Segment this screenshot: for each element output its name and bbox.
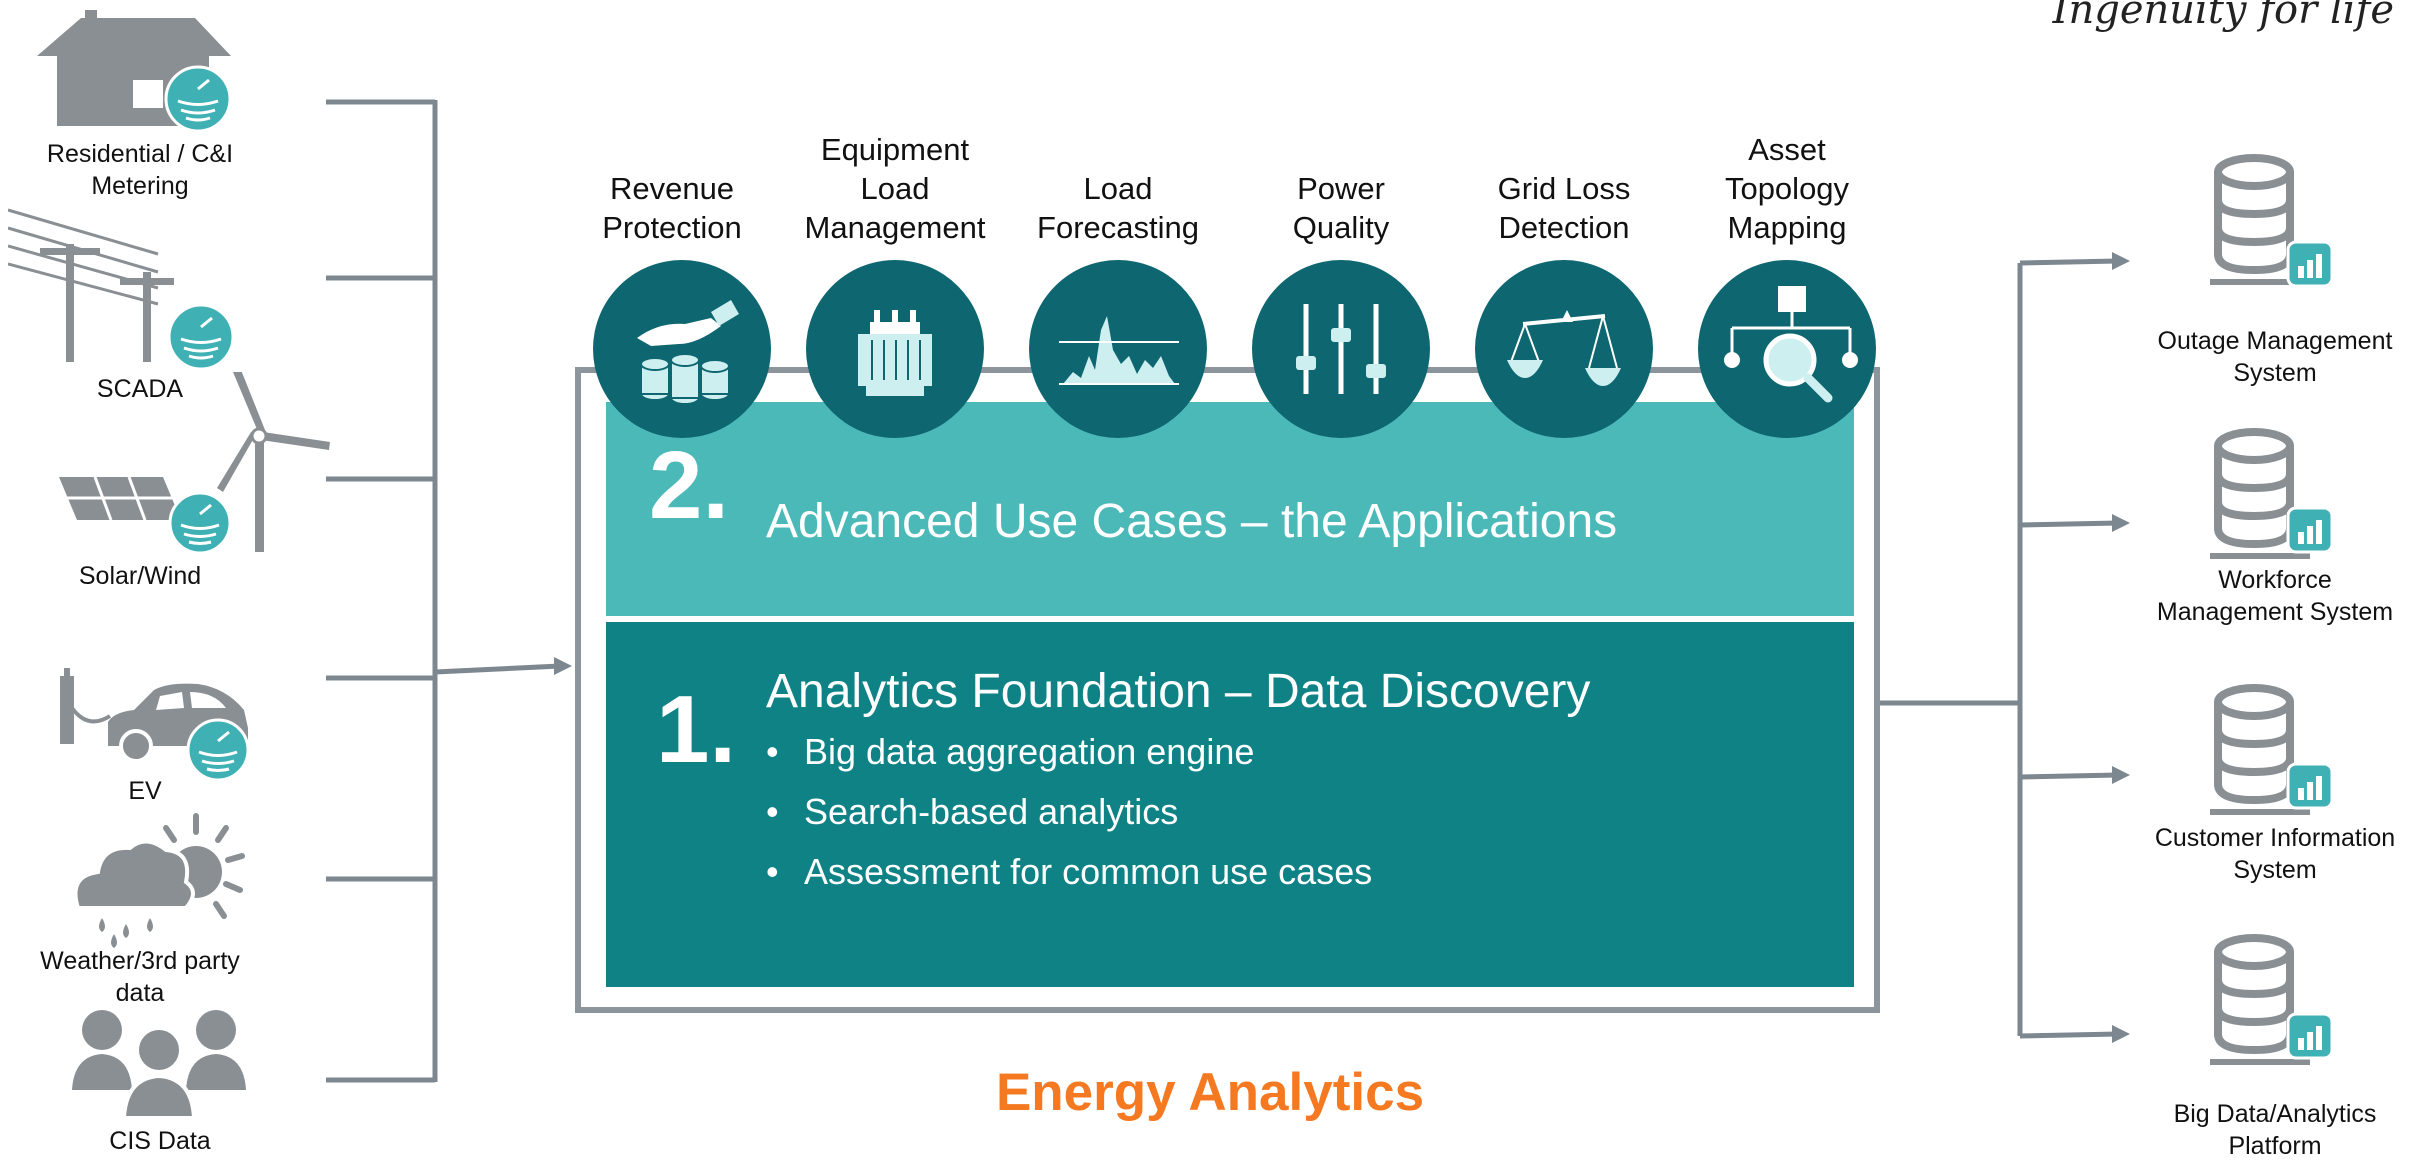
ev-car-icon xyxy=(60,668,250,780)
use-case-grid-loss xyxy=(1475,260,1653,438)
weather-icon xyxy=(73,813,245,948)
use-case-asset-topology xyxy=(1698,260,1876,438)
energy-analytics-title: Energy Analytics xyxy=(995,1063,1425,1122)
brand-tagline: Ingenuity for life xyxy=(2052,0,2394,33)
use-case-label-equipment-load: Equipment Load Management xyxy=(804,132,986,245)
source-label-scada: SCADA xyxy=(96,375,184,403)
solar-wind-icon xyxy=(59,372,330,555)
database-chart-icon xyxy=(2210,934,2334,1065)
target-label-big-data: Big Data/Analytics Platform xyxy=(2173,1100,2377,1160)
source-label-weather: Weather/3rd party data xyxy=(40,947,240,1007)
source-label-metering: Residential / C&I Metering xyxy=(46,140,234,200)
target-label-outage: Outage Management System xyxy=(2157,327,2393,387)
bullet-item: •Big data aggregation engine xyxy=(766,731,1255,772)
target-label-workforce: Workforce Management System xyxy=(2156,566,2394,626)
bullet-item: •Assessment for common use cases xyxy=(766,851,1373,892)
power-line-icon xyxy=(8,208,235,371)
layer-2-number: 2. xyxy=(649,432,730,539)
database-chart-icon xyxy=(2210,428,2334,559)
layer-1-number: 1. xyxy=(656,676,737,783)
use-case-label-grid-loss: Grid Loss Detection xyxy=(1497,171,1631,245)
database-chart-icon xyxy=(2210,684,2334,815)
layer-2-panel: 2. Advanced Use Cases – the Applications xyxy=(606,402,1854,616)
use-case-power-quality xyxy=(1252,260,1430,438)
layer-1-panel: 1. Analytics Foundation – Data Discovery… xyxy=(606,622,1854,987)
source-label-cis: CIS Data xyxy=(109,1127,211,1155)
use-case-label-load-forecasting: Load Forecasting xyxy=(1037,171,1199,245)
source-label-solar-wind: Solar/Wind xyxy=(78,562,202,590)
revenue-protection-icon xyxy=(637,300,739,405)
bullet-item: •Search-based analytics xyxy=(766,791,1179,832)
use-case-revenue-protection xyxy=(593,260,771,438)
topology-search-icon xyxy=(1724,286,1858,403)
use-case-label-power-quality: Power Quality xyxy=(1292,171,1390,245)
house-meter-icon xyxy=(37,10,232,133)
scale-icon xyxy=(1507,310,1621,386)
database-chart-icon xyxy=(2210,154,2334,288)
use-case-load-forecasting xyxy=(1029,260,1207,438)
layer-2-title: Advanced Use Cases – the Applications xyxy=(766,495,1618,548)
layer-1-title: Analytics Foundation – Data Discovery xyxy=(766,665,1591,718)
load-chart-icon xyxy=(1059,316,1179,385)
sliders-icon xyxy=(1296,304,1386,394)
use-case-label-asset-topology: Asset Topology Mapping xyxy=(1724,132,1850,245)
energy-analytics-frame xyxy=(575,367,1880,1013)
transformer-icon xyxy=(858,310,932,396)
people-icon xyxy=(72,1010,246,1120)
use-case-equipment-load xyxy=(806,260,984,438)
use-case-label-revenue-protection: Revenue Protection xyxy=(602,171,742,245)
target-label-customer-info: Customer Information System xyxy=(2154,824,2396,884)
source-label-ev: EV xyxy=(128,777,162,805)
